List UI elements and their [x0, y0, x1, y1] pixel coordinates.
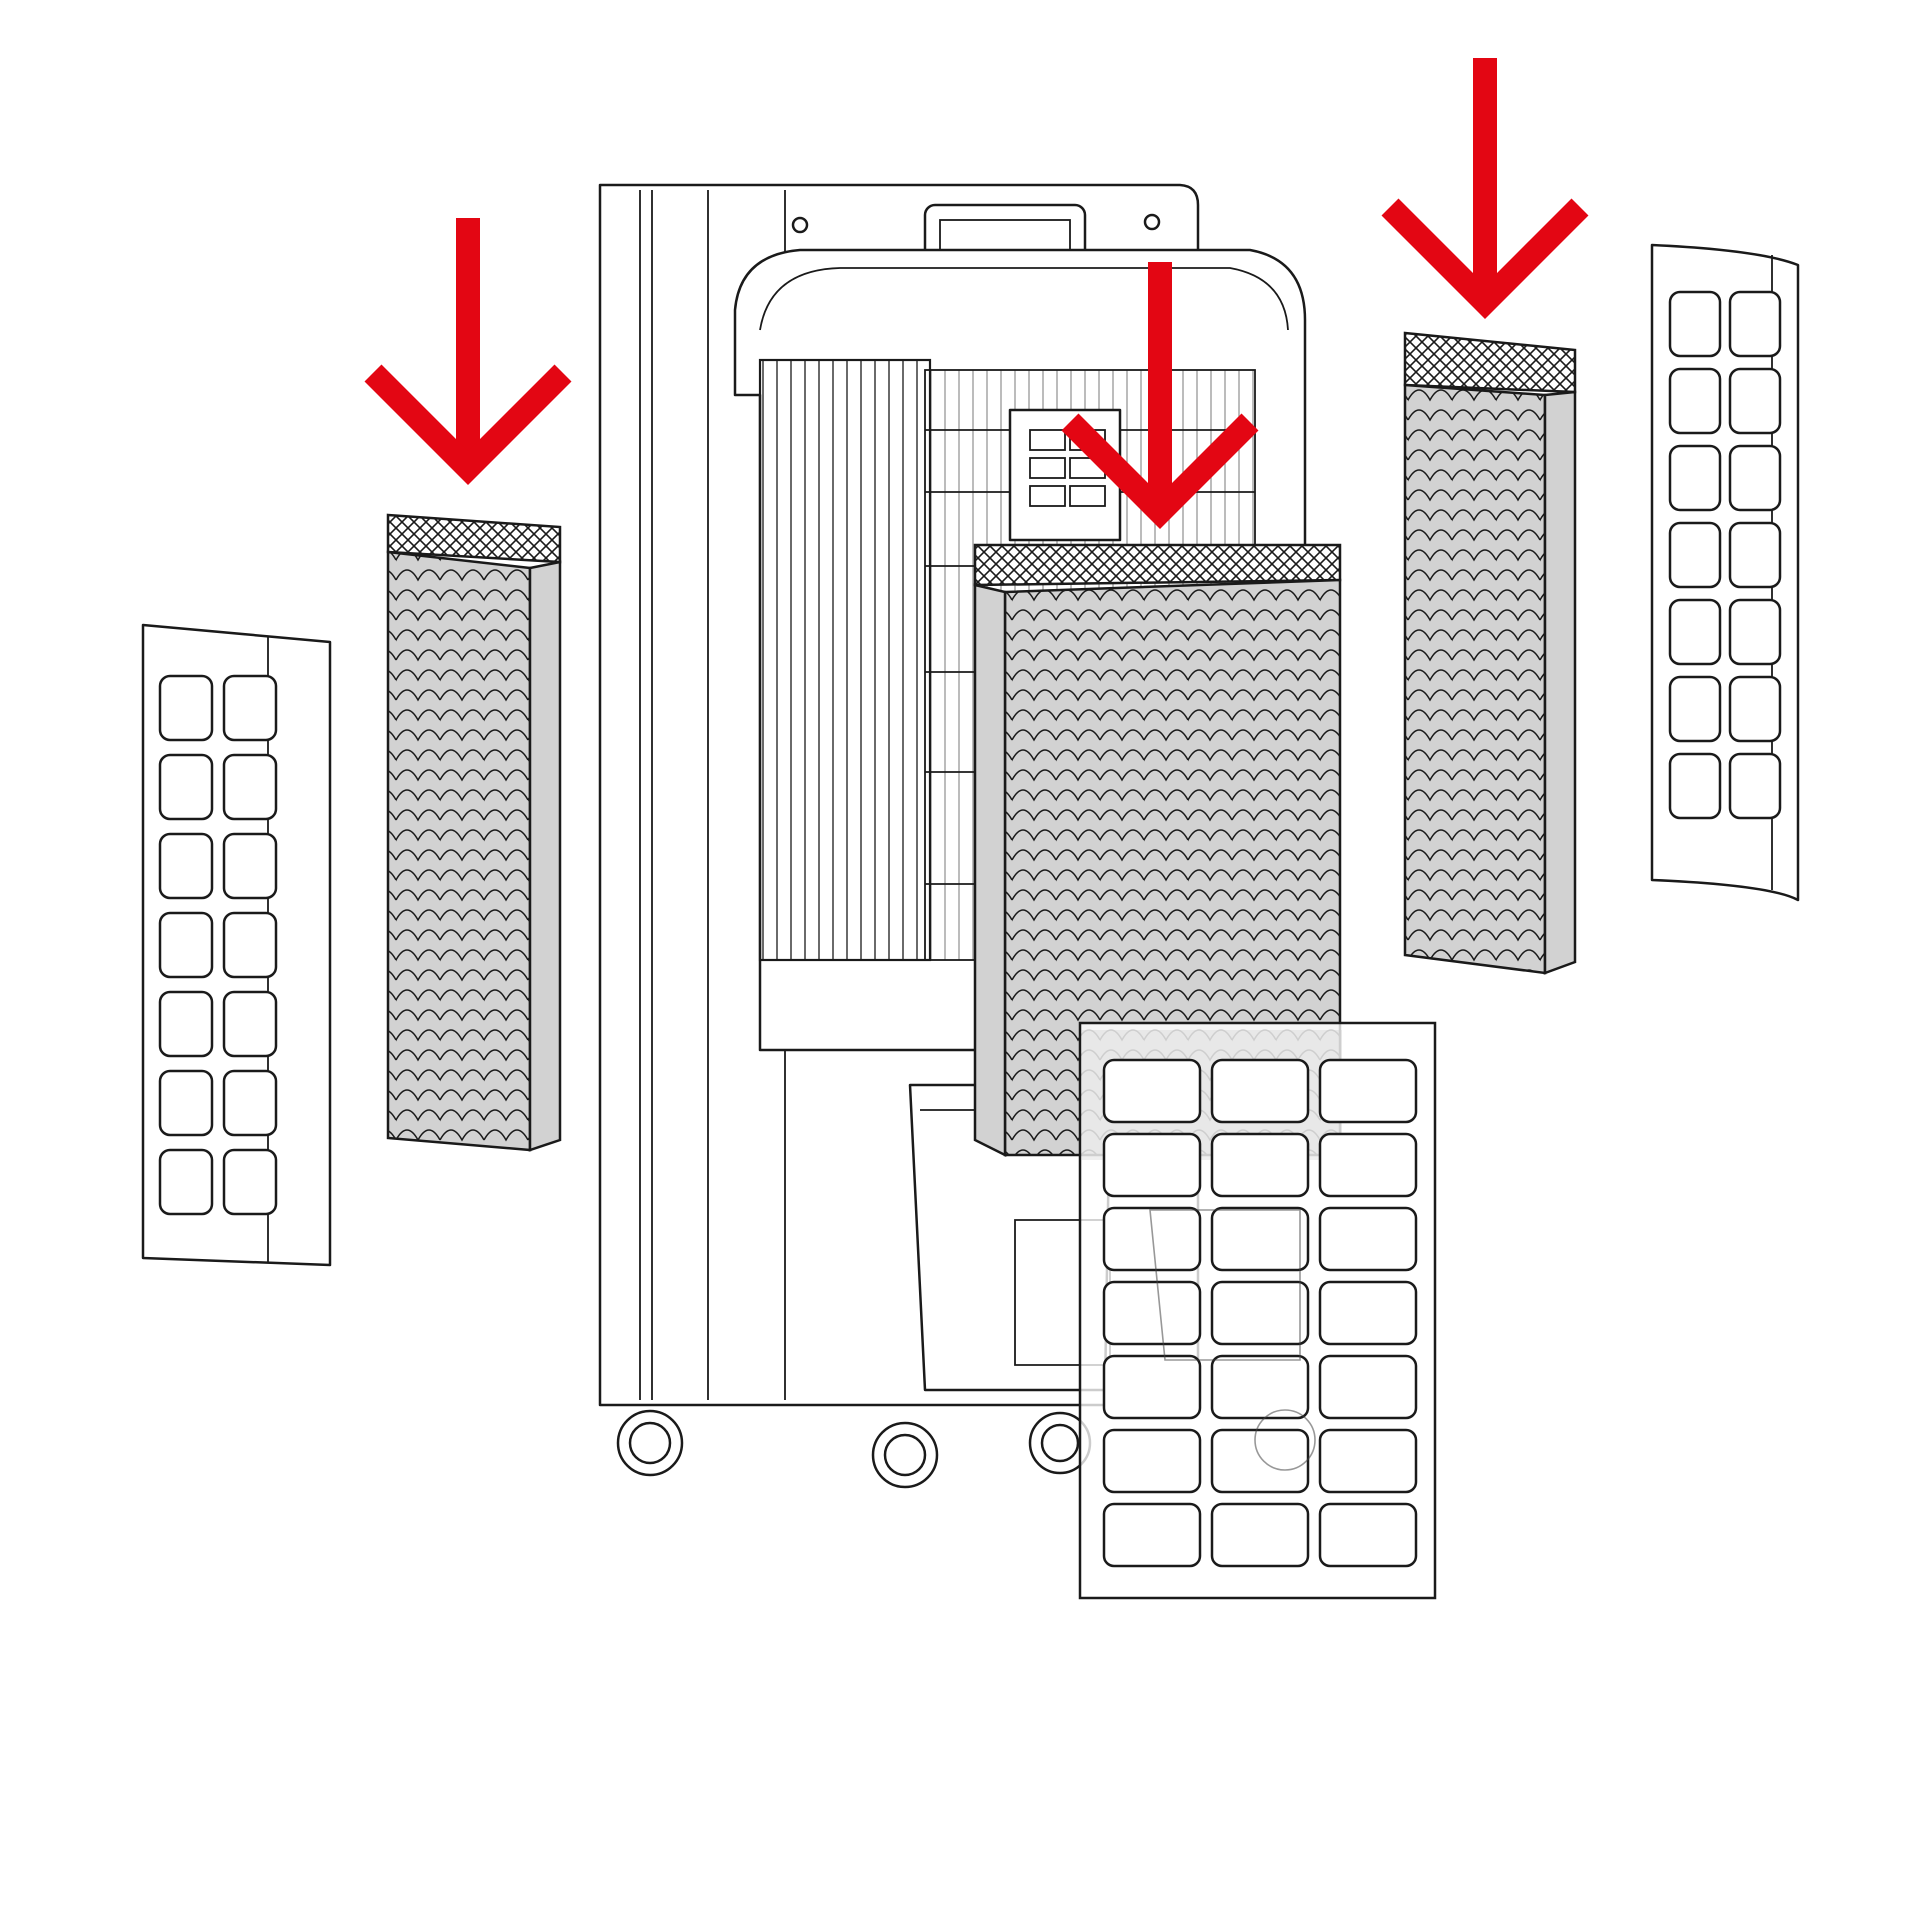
grille-cell: [1668, 367, 1722, 435]
air-cooler-body: [598, 183, 1307, 1407]
grille-cell: [158, 911, 214, 979]
grille-cell: [1668, 521, 1722, 589]
grille-cell: [1102, 1354, 1202, 1420]
grille-cell: [1318, 1428, 1418, 1494]
cooling-pad-right: [1403, 331, 1577, 975]
grille-cell: [222, 1069, 278, 1137]
grille-cell: [1318, 1502, 1418, 1568]
grille-cell: [222, 911, 278, 979]
grille-cell: [1728, 444, 1782, 512]
grille-cell: [1728, 752, 1782, 820]
grille-cell: [222, 832, 278, 900]
grille-cell: [1210, 1502, 1310, 1568]
grille-cell: [1728, 290, 1782, 358]
arrow-down-icon: [1061, 262, 1259, 529]
grille-cell: [158, 674, 214, 742]
grille-cell: [222, 753, 278, 821]
grille-cell: [1668, 290, 1722, 358]
grille-cell: [1668, 444, 1722, 512]
grille-cell: [1210, 1428, 1310, 1494]
side-grille-left: [141, 623, 332, 1267]
grille-cell: [1318, 1280, 1418, 1346]
cooling-pad-center: [973, 543, 1342, 1158]
grille-cell: [158, 1148, 214, 1216]
grille-cell: [1102, 1502, 1202, 1568]
grille-cell: [1668, 598, 1722, 666]
grille-cell: [1668, 675, 1722, 743]
grille-cell: [1728, 367, 1782, 435]
grille-cell: [158, 832, 214, 900]
grille-cell: [1210, 1354, 1310, 1420]
grille-cell: [1102, 1058, 1202, 1124]
side-grille-right: [1650, 243, 1800, 902]
grille-cell: [1210, 1058, 1310, 1124]
grille-cell: [1318, 1354, 1418, 1420]
grille-cell: [222, 990, 278, 1058]
grille-cell: [1728, 675, 1782, 743]
grille-cell: [1210, 1132, 1310, 1198]
caster-wheel-icon: [616, 1409, 684, 1477]
arrow-down-icon: [364, 218, 572, 485]
grille-cell: [1668, 752, 1722, 820]
grille-cell: [1102, 1280, 1202, 1346]
grille-cell: [222, 1148, 278, 1216]
rear-grille: [1078, 1021, 1437, 1600]
grille-cell: [1102, 1206, 1202, 1272]
cooling-pad-left: [386, 513, 562, 1152]
grille-cell: [1728, 598, 1782, 666]
grille-cell: [1102, 1132, 1202, 1198]
grille-cell: [1728, 521, 1782, 589]
grille-cell: [1210, 1206, 1310, 1272]
caster-wheel-icon: [871, 1421, 939, 1489]
grille-cell: [1318, 1132, 1418, 1198]
grille-cell: [158, 753, 214, 821]
grille-cell: [1210, 1280, 1310, 1346]
arrow-down-icon: [1381, 58, 1589, 319]
grille-cell: [1318, 1058, 1418, 1124]
grille-cell: [158, 990, 214, 1058]
grille-cell: [222, 674, 278, 742]
grille-cell: [1318, 1206, 1418, 1272]
grille-cell: [158, 1069, 214, 1137]
grille-cell: [1102, 1428, 1202, 1494]
